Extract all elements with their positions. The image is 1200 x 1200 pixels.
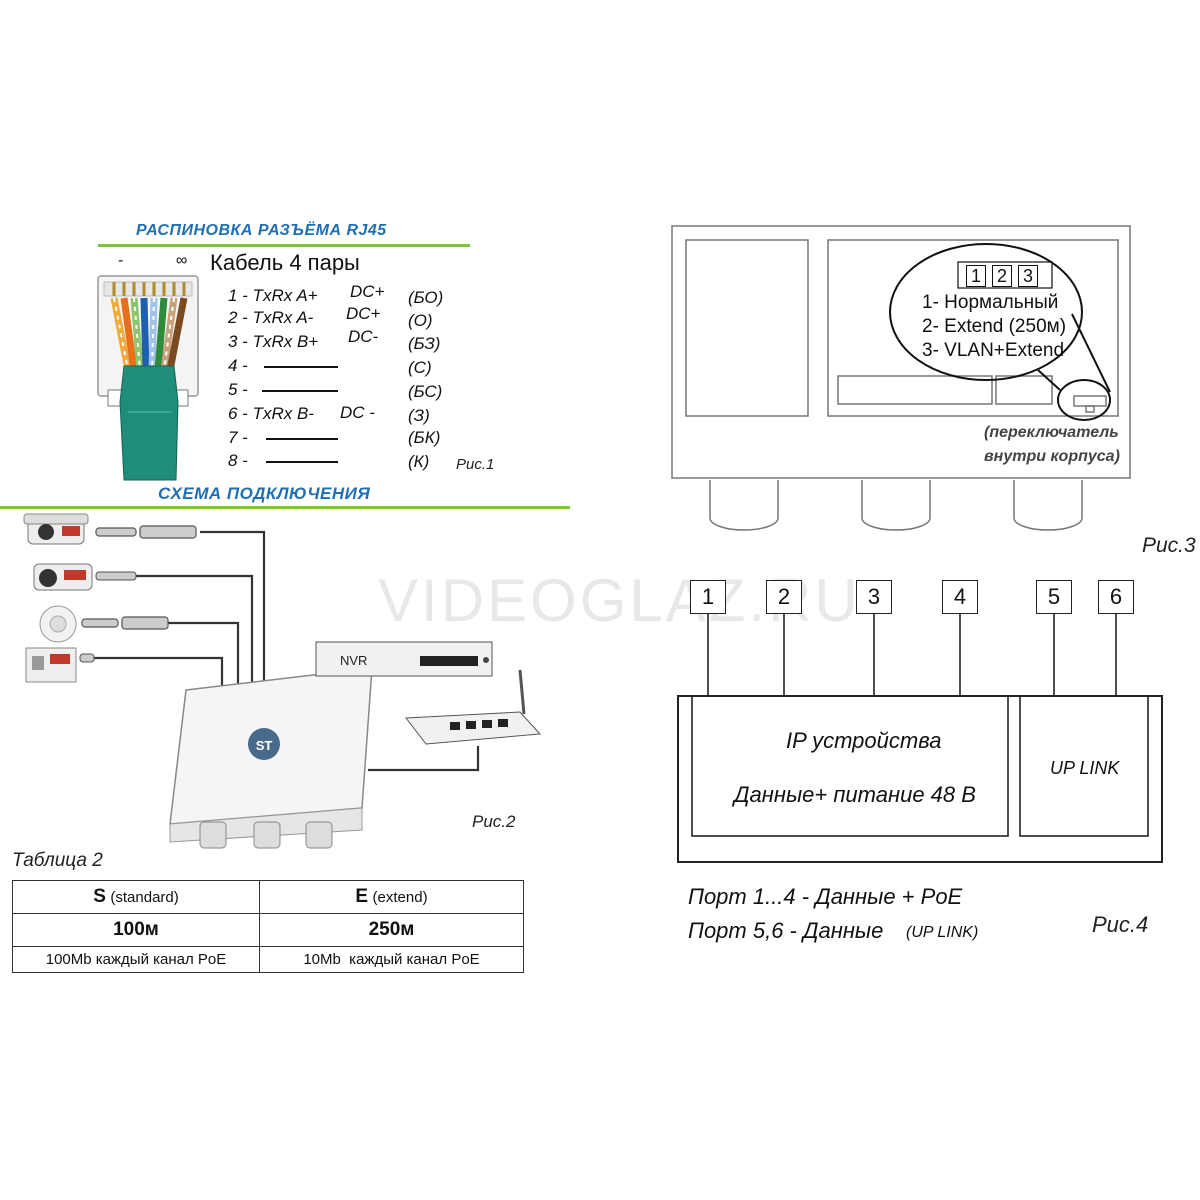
port-5: 5 bbox=[1036, 580, 1072, 614]
switch-position-1: 1 bbox=[966, 265, 986, 287]
switch-note-line2: внутри корпуса) bbox=[984, 448, 1120, 465]
fig4-caption: Рис.4 bbox=[1092, 912, 1149, 937]
ip-devices-title: IP устройства bbox=[786, 728, 942, 753]
rj45-plug-illustration bbox=[97, 275, 199, 481]
cable-title: Кабель 4 пары bbox=[210, 250, 360, 275]
pin-6-label: 6 - TxRx B- bbox=[228, 404, 314, 423]
pin-2-color: (О) bbox=[408, 311, 433, 330]
connector-mark-infinity: ∞ bbox=[176, 252, 188, 269]
pin-4-line bbox=[264, 366, 338, 368]
pin-1-dc: DC+ bbox=[350, 282, 385, 301]
pin-4-label: 4 - bbox=[228, 356, 248, 375]
mode-2: 2- Extend (250м) bbox=[922, 316, 1067, 337]
connection-scheme: ST NVR bbox=[23, 513, 542, 849]
pin-1-color: (БО) bbox=[408, 288, 444, 307]
ip-devices-desc: Данные+ питание 48 В bbox=[734, 782, 976, 807]
fig1-title-underline bbox=[98, 244, 470, 247]
pin-7-label: 7 - bbox=[228, 428, 248, 447]
pin-7-color: (БК) bbox=[408, 428, 441, 447]
switch-position-3: 3 bbox=[1018, 265, 1038, 287]
switch-note-line1: (переключатель bbox=[984, 424, 1119, 441]
fig1-caption: Рис.1 bbox=[456, 456, 495, 473]
poe-switch-box bbox=[169, 667, 373, 849]
uplink-label: UP LINK bbox=[1050, 758, 1120, 778]
dome-camera bbox=[39, 605, 77, 643]
pin-8-line bbox=[266, 461, 338, 463]
port-6: 6 bbox=[1098, 580, 1134, 614]
bullet-camera-2 bbox=[33, 563, 93, 591]
port-2: 2 bbox=[766, 580, 802, 614]
pin-5-label: 5 - bbox=[228, 380, 248, 399]
fig2-title-underline bbox=[0, 506, 570, 509]
mode-1: 1- Нормальный bbox=[922, 292, 1059, 313]
pin-4-color: (С) bbox=[408, 358, 432, 377]
router-device bbox=[405, 669, 542, 745]
pin-8-color: (К) bbox=[408, 452, 430, 471]
port-3: 3 bbox=[856, 580, 892, 614]
pin-8-label: 8 - bbox=[228, 451, 248, 470]
pin-6-dc: DC - bbox=[340, 403, 375, 422]
pin-5-color: (БС) bbox=[408, 382, 443, 401]
port-legend-2-sub: (UP LINK) bbox=[906, 924, 979, 941]
nvr-label: NVR bbox=[340, 653, 367, 668]
nvr-device bbox=[315, 641, 493, 677]
table-distance-standard: 100м bbox=[12, 913, 260, 947]
pin-2-label: 2 - TxRx A- bbox=[228, 308, 314, 327]
pin-3-label: 3 - TxRx B+ bbox=[228, 332, 319, 351]
table-header-extend: E (extend) bbox=[259, 880, 524, 914]
port-legend-1: Порт 1...4 - Данные + PoE bbox=[688, 884, 963, 909]
table-bandwidth-standard: 100Mb каждый канал PoE bbox=[12, 946, 260, 973]
pin-3-dc: DC- bbox=[348, 327, 379, 346]
table-distance-extend: 250м bbox=[259, 913, 524, 947]
pin-1-label: 1 - TxRx A+ bbox=[228, 286, 318, 305]
switch-position-2: 2 bbox=[992, 265, 1012, 287]
table-header-standard: S (standard) bbox=[12, 880, 260, 914]
enclosure-diagram bbox=[671, 225, 1131, 531]
fig2-title: СХЕМА ПОДКЛЮЧЕНИЯ bbox=[158, 484, 371, 503]
port-1: 1 bbox=[690, 580, 726, 614]
switch-logo: ST bbox=[256, 738, 273, 753]
connector-mark-minus: - bbox=[118, 252, 124, 269]
port-4: 4 bbox=[942, 580, 978, 614]
mode-3: 3- VLAN+Extend bbox=[922, 340, 1065, 361]
bullet-camera-1 bbox=[23, 513, 89, 545]
table2-title: Таблица 2 bbox=[12, 850, 103, 871]
intercom-panel bbox=[25, 647, 77, 683]
pin-6-color: (З) bbox=[408, 406, 430, 425]
fig3-caption: Рис.3 bbox=[1142, 534, 1196, 557]
fig1-title: РАСПИНОВКА РАЗЪЁМА RJ45 bbox=[136, 222, 387, 239]
pin-5-line bbox=[262, 390, 338, 392]
pin-2-dc: DC+ bbox=[346, 304, 381, 323]
pin-3-color: (БЗ) bbox=[408, 334, 441, 353]
port-legend-2: Порт 5,6 - Данные bbox=[688, 918, 884, 943]
table-bandwidth-extend: 10Mb каждый канал PoE bbox=[259, 946, 524, 973]
pin-7-line bbox=[266, 438, 338, 440]
mode-table: S (standard) E (extend) 100м 250м 100Mb … bbox=[12, 880, 524, 973]
zoom-callout bbox=[889, 243, 1083, 381]
port-layout-diagram bbox=[677, 614, 1163, 863]
fig2-caption: Рис.2 bbox=[472, 812, 516, 831]
